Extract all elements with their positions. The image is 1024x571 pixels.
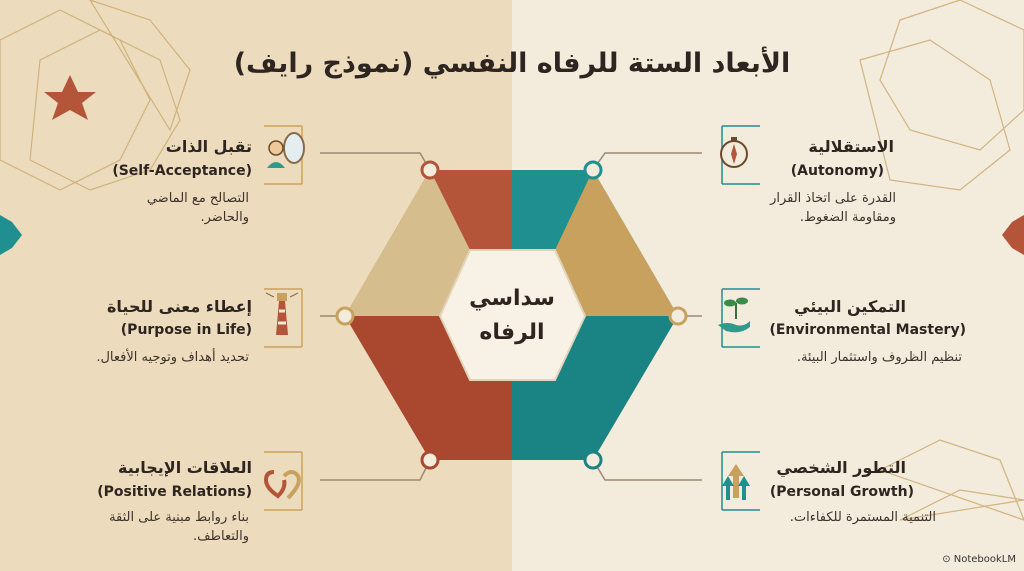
autonomy-desc: القدرة على اتخاذ القرار ومقاومة الضغوط. [736,189,896,227]
plant-hand-icon [718,288,760,348]
growth-desc-line-1: التنمية المستمرة للكفاءات. [789,510,936,525]
brand-label: NotebookLM [953,554,1016,565]
relations-desc-line-1: بناء روابط مبنية على الثقة [109,510,249,525]
star-ornament-edge-right [1002,215,1024,255]
self-acceptance-desc-line-2: والحاضر. [200,210,249,225]
star-ornament-left [44,75,96,120]
purpose-title: إعطاء معنى للحياة [106,297,252,316]
autonomy-desc-line-2: ومقاومة الضغوط. [799,210,896,225]
autonomy-en: (Autonomy) [790,163,884,179]
mastery-desc-line-1: تنظيم الظروف واستثمار البيئة. [796,350,962,365]
page-title: الأبعاد الستة للرفاه النفسي (نموذج رايف) [233,48,791,79]
compass-icon [720,125,760,185]
linked-hearts-icon [263,451,303,511]
self-acceptance-title: تقبل الذات [165,137,252,156]
brand-logo-icon: ⊙ [942,554,954,565]
purpose-desc: تحديد أهداف وتوجيه الأفعال. [19,348,249,367]
self-acceptance-en: (Self-Acceptance) [112,163,252,179]
autonomy-title: الاستقلالية [808,137,894,156]
mastery-title: التمكين البيئي [794,297,906,316]
puzzle-piece-bottom-right [512,316,678,460]
star-ornament-edge-left [0,215,22,255]
connector-nodes [335,160,688,470]
purpose-en: (Purpose in Life) [120,322,252,338]
relations-desc-line-2: والتعاطف. [193,529,249,544]
growth-title: التطور الشخصي [776,458,906,477]
puzzle-piece-bottom-left [345,316,512,460]
relations-en: (Positive Relations) [97,484,252,500]
relations-title: العلاقات الإيجابية [118,458,252,477]
arrows-up-icon [721,451,760,511]
relations-desc: بناء روابط مبنية على الثقة والتعاطف. [49,508,249,546]
center-line-2: الرفاه [479,320,545,345]
self-acceptance-desc: التصالح مع الماضي والحاضر. [69,189,249,227]
mastery-en: (Environmental Mastery) [769,322,966,338]
center-line-1: سداسي [469,286,555,311]
center-label: سداسي الرفاه [432,282,592,350]
growth-en: (Personal Growth) [769,484,914,500]
autonomy-desc-line-1: القدرة على اتخاذ القرار [770,191,896,206]
lighthouse-icon [264,288,303,348]
mirror-person-icon [264,125,305,185]
center-hexagon [438,249,587,381]
mastery-desc: تنظيم الظروف واستثمار البيئة. [752,348,962,367]
self-acceptance-desc-line-1: التصالح مع الماضي [146,191,249,206]
growth-desc: التنمية المستمرة للكفاءات. [736,508,936,527]
brand-watermark: ⊙ NotebookLM [942,554,1016,565]
purpose-desc-line-1: تحديد أهداف وتوجيه الأفعال. [96,350,249,365]
